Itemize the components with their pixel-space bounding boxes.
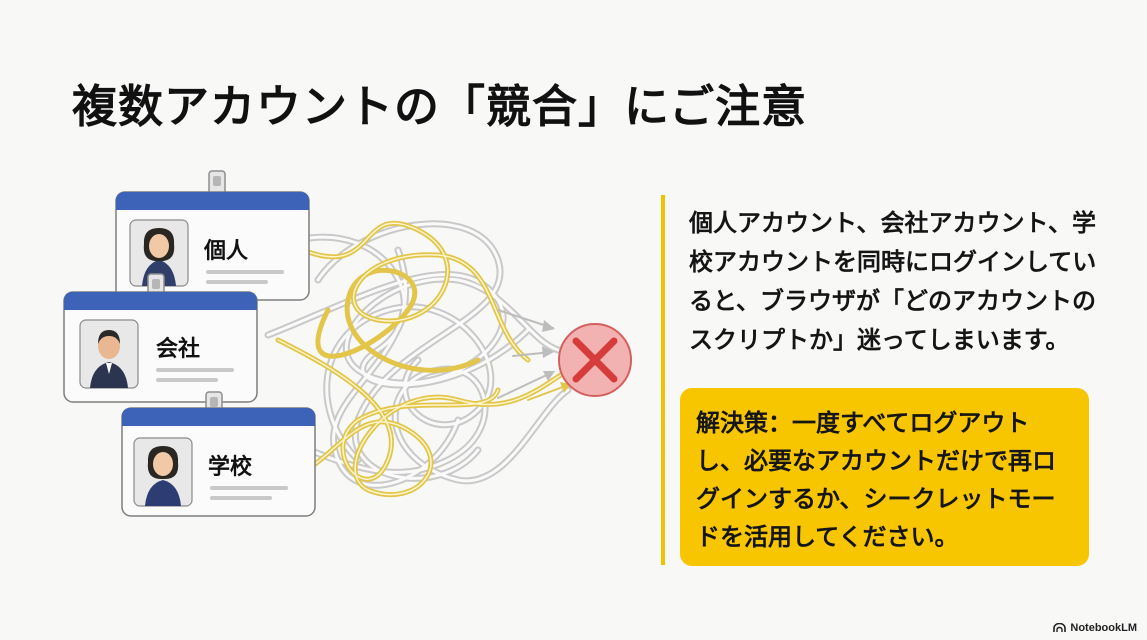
id-card-school: 学校	[121, 391, 316, 517]
brand-logo: NotebookLM	[1053, 622, 1137, 634]
error-x-icon	[558, 323, 632, 397]
id-card-company: 会社	[63, 273, 258, 403]
page-title: 複数アカウントの「競合」にご注意	[72, 80, 808, 133]
account-conflict-illustration: 個人 会社 学校	[63, 170, 632, 517]
accent-divider	[661, 195, 665, 565]
notebooklm-logo-icon	[1053, 623, 1067, 632]
card-label-personal: 個人	[203, 239, 248, 264]
brand-name: NotebookLM	[1070, 622, 1137, 634]
id-card-personal: 個人	[115, 170, 310, 301]
card-label-school: 学校	[208, 454, 253, 480]
card-label-company: 会社	[156, 336, 200, 362]
solution-box: 解決策：一度すべてログアウトし、必要なアカウントだけで再ログインするか、シークレ…	[680, 388, 1089, 566]
tangled-lines-icon	[254, 220, 572, 498]
description-text: 個人アカウント、会社アカウント、学校アカウントを同時にログインしていると、ブラウ…	[689, 209, 1097, 354]
